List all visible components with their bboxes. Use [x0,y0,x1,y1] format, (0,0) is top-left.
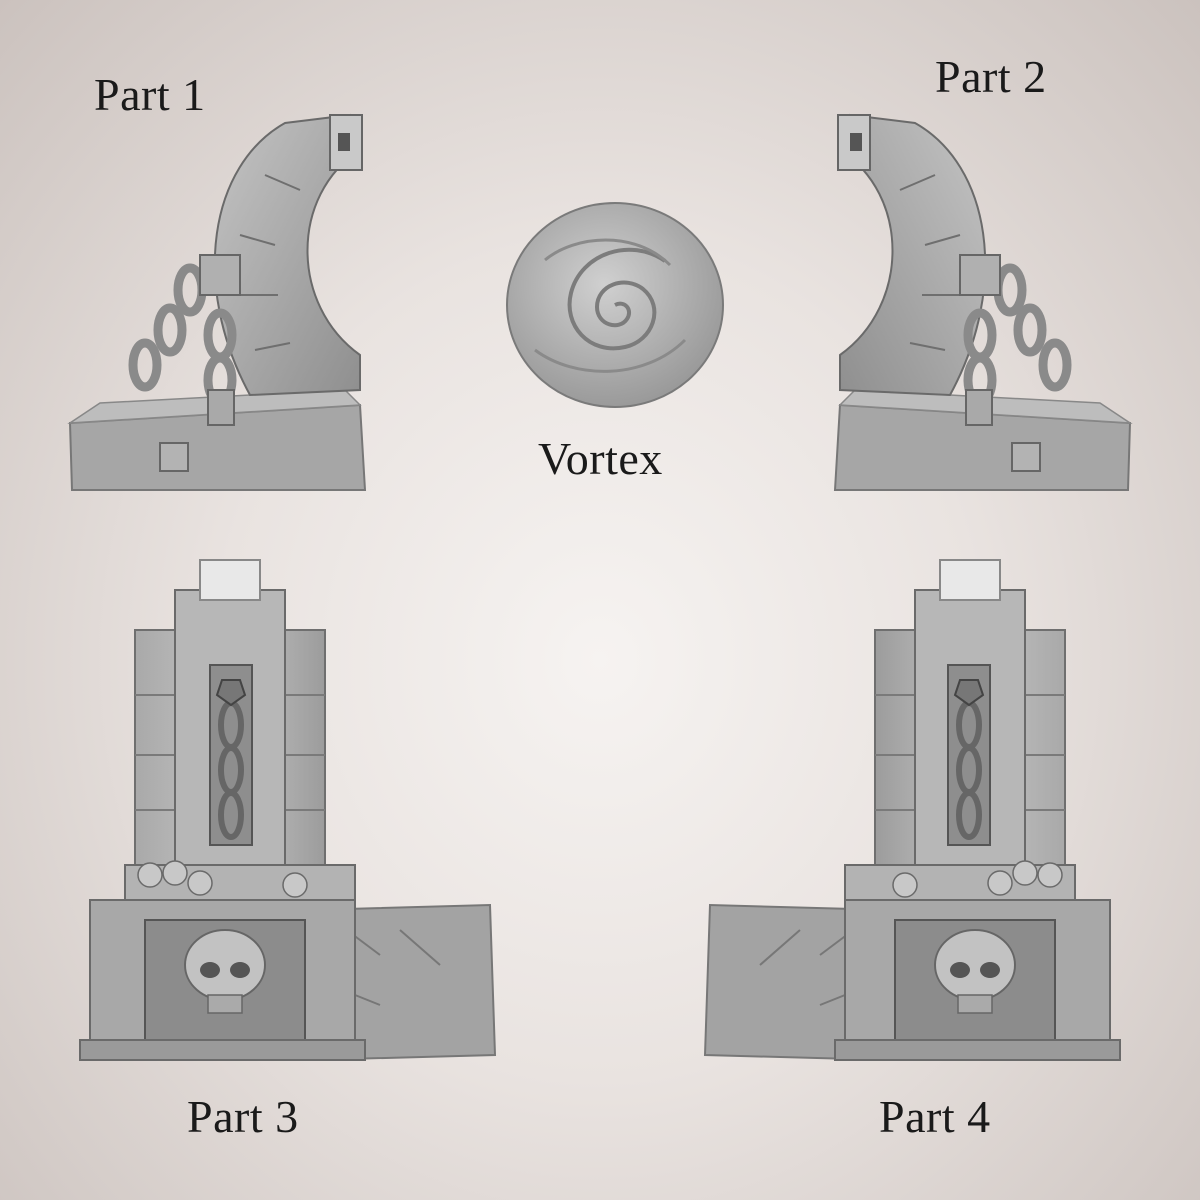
part1-arch-model [67,113,367,491]
vortex-label: Vortex [538,433,663,484]
part2-arch-model [833,113,1133,491]
vortex-disc-model [506,202,724,408]
part3-label: Part 3 [187,1091,299,1142]
part1-label: Part 1 [94,69,206,120]
part4-pillar-model [703,559,1121,1062]
part3-pillar-model [79,559,497,1062]
part2-label: Part 2 [935,51,1047,102]
part4-label: Part 4 [879,1091,991,1142]
